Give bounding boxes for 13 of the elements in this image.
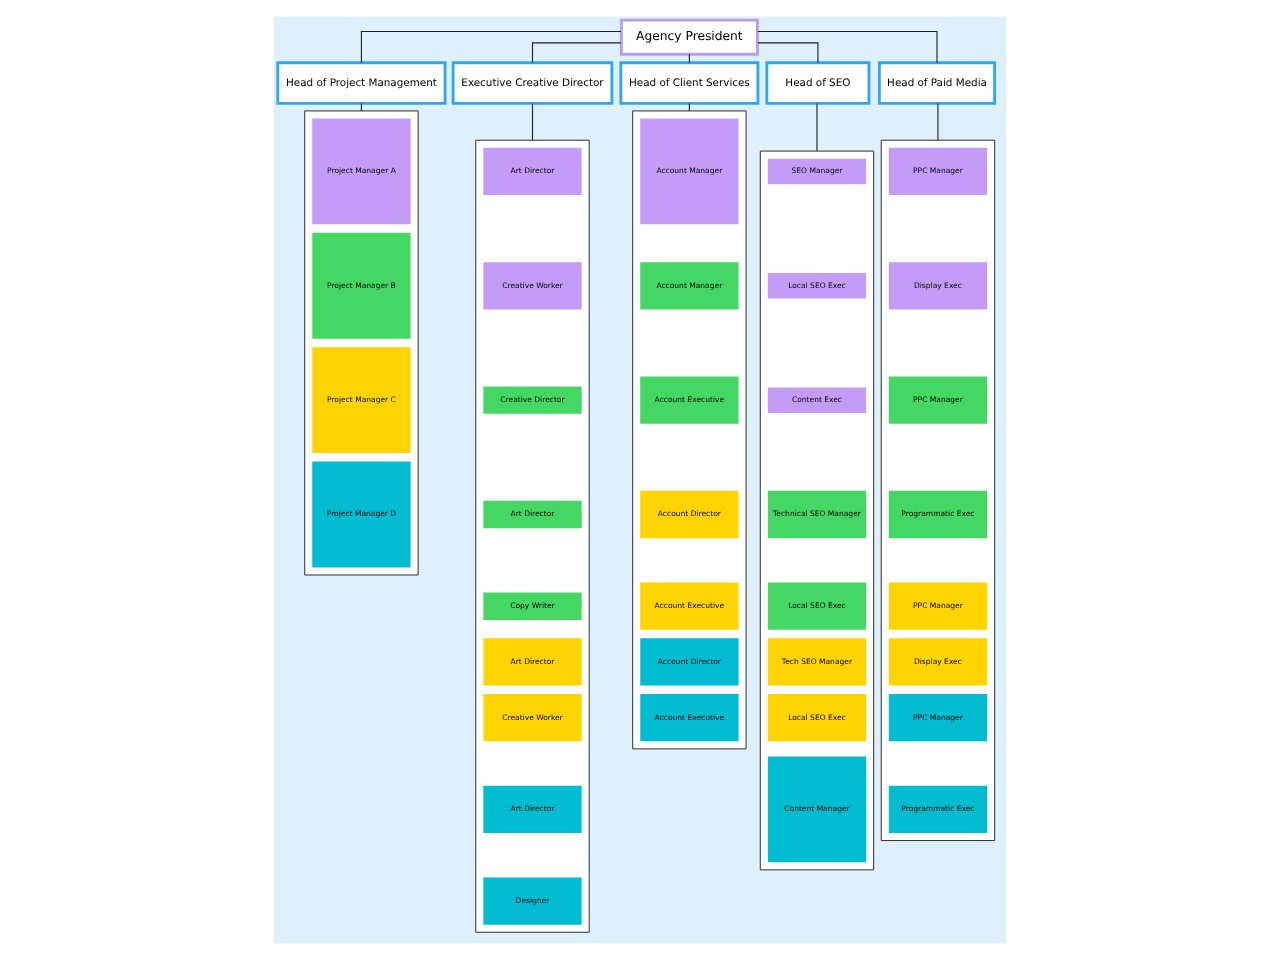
connector	[937, 103, 939, 141]
connector	[531, 42, 622, 64]
cluster	[632, 110, 747, 750]
connector	[757, 42, 819, 64]
cluster	[304, 110, 419, 576]
connector	[816, 103, 818, 152]
cluster	[880, 139, 996, 842]
cluster	[475, 139, 590, 933]
connector	[360, 30, 622, 64]
connector	[757, 30, 938, 64]
cluster	[759, 150, 875, 871]
connector	[688, 53, 690, 64]
connector	[531, 103, 534, 141]
